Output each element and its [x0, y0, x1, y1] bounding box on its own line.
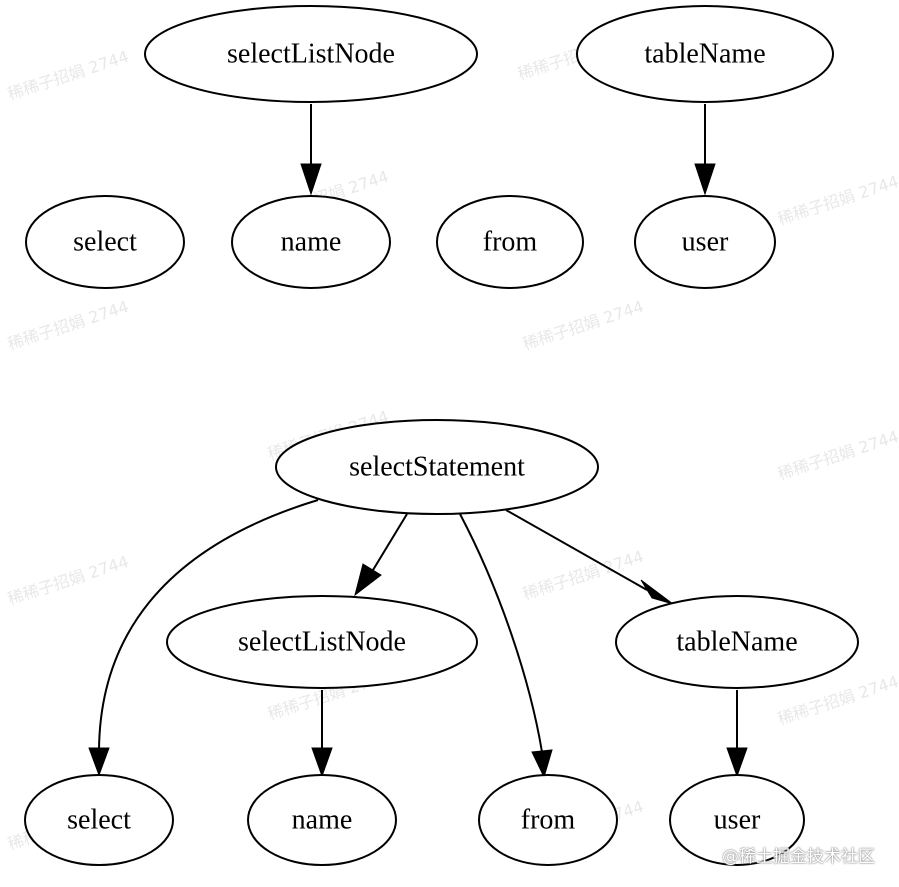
watermark-text: 稀稀子招娟 2744 — [5, 297, 131, 354]
source-credit: @稀土掘金技术社区 — [722, 847, 875, 867]
edge-bottom-selectlistnode-name — [311, 690, 333, 778]
edge-bottom-selectstatement-selectlistnode — [354, 513, 408, 597]
edge-bottom-tablename-user — [726, 690, 748, 778]
node-top-selectlistnode: selectListNode — [144, 5, 478, 103]
watermark-text: 稀稀子招娟 2744 — [520, 547, 646, 604]
node-label: selectStatement — [349, 452, 525, 483]
node-bottom-name: name — [247, 774, 397, 866]
watermark-text: 稀稀子招娟 2744 — [520, 297, 646, 354]
node-top-from: from — [436, 195, 584, 289]
watermark-text: 稀稀子招娟 2744 — [775, 427, 899, 484]
node-label: select — [67, 805, 131, 836]
edge-top-selectlistnode-name — [300, 104, 322, 196]
node-label: tableName — [676, 627, 797, 658]
node-bottom-tablename: tableName — [615, 595, 859, 689]
edge-bottom-selectstatement-select — [88, 499, 319, 777]
bottom-tree: selectStatement selectListNode tableName… — [24, 419, 859, 866]
top-tree: selectListNode tableName select name fro… — [25, 5, 834, 289]
node-bottom-selectstatement: selectStatement — [275, 419, 599, 515]
watermark-text: 稀稀子招娟 2744 — [5, 552, 131, 609]
node-label: tableName — [644, 39, 765, 70]
node-label: name — [281, 227, 342, 258]
node-label: selectListNode — [238, 627, 406, 658]
node-label: select — [73, 227, 137, 258]
node-bottom-from: from — [478, 774, 618, 866]
node-label: from — [483, 227, 538, 258]
node-bottom-selectlistnode: selectListNode — [166, 595, 478, 689]
edge-top-tablename-user — [694, 104, 716, 196]
node-top-user: user — [634, 195, 776, 289]
node-bottom-select: select — [24, 774, 174, 866]
node-top-select: select — [25, 195, 185, 289]
node-label: name — [292, 805, 353, 836]
node-bottom-user: user — [669, 774, 805, 866]
watermark-text: 稀稀子招娟 2744 — [5, 47, 131, 104]
edge-bottom-selectstatement-tablename — [505, 509, 674, 605]
node-label: user — [682, 227, 729, 258]
node-label: from — [521, 805, 576, 836]
edge-bottom-selectstatement-from — [459, 513, 553, 779]
node-top-name: name — [231, 195, 391, 289]
watermark-text: 稀稀子招娟 2744 — [775, 172, 899, 229]
node-top-tablename: tableName — [576, 5, 834, 103]
node-label: selectListNode — [227, 39, 395, 70]
node-label: user — [714, 805, 761, 836]
